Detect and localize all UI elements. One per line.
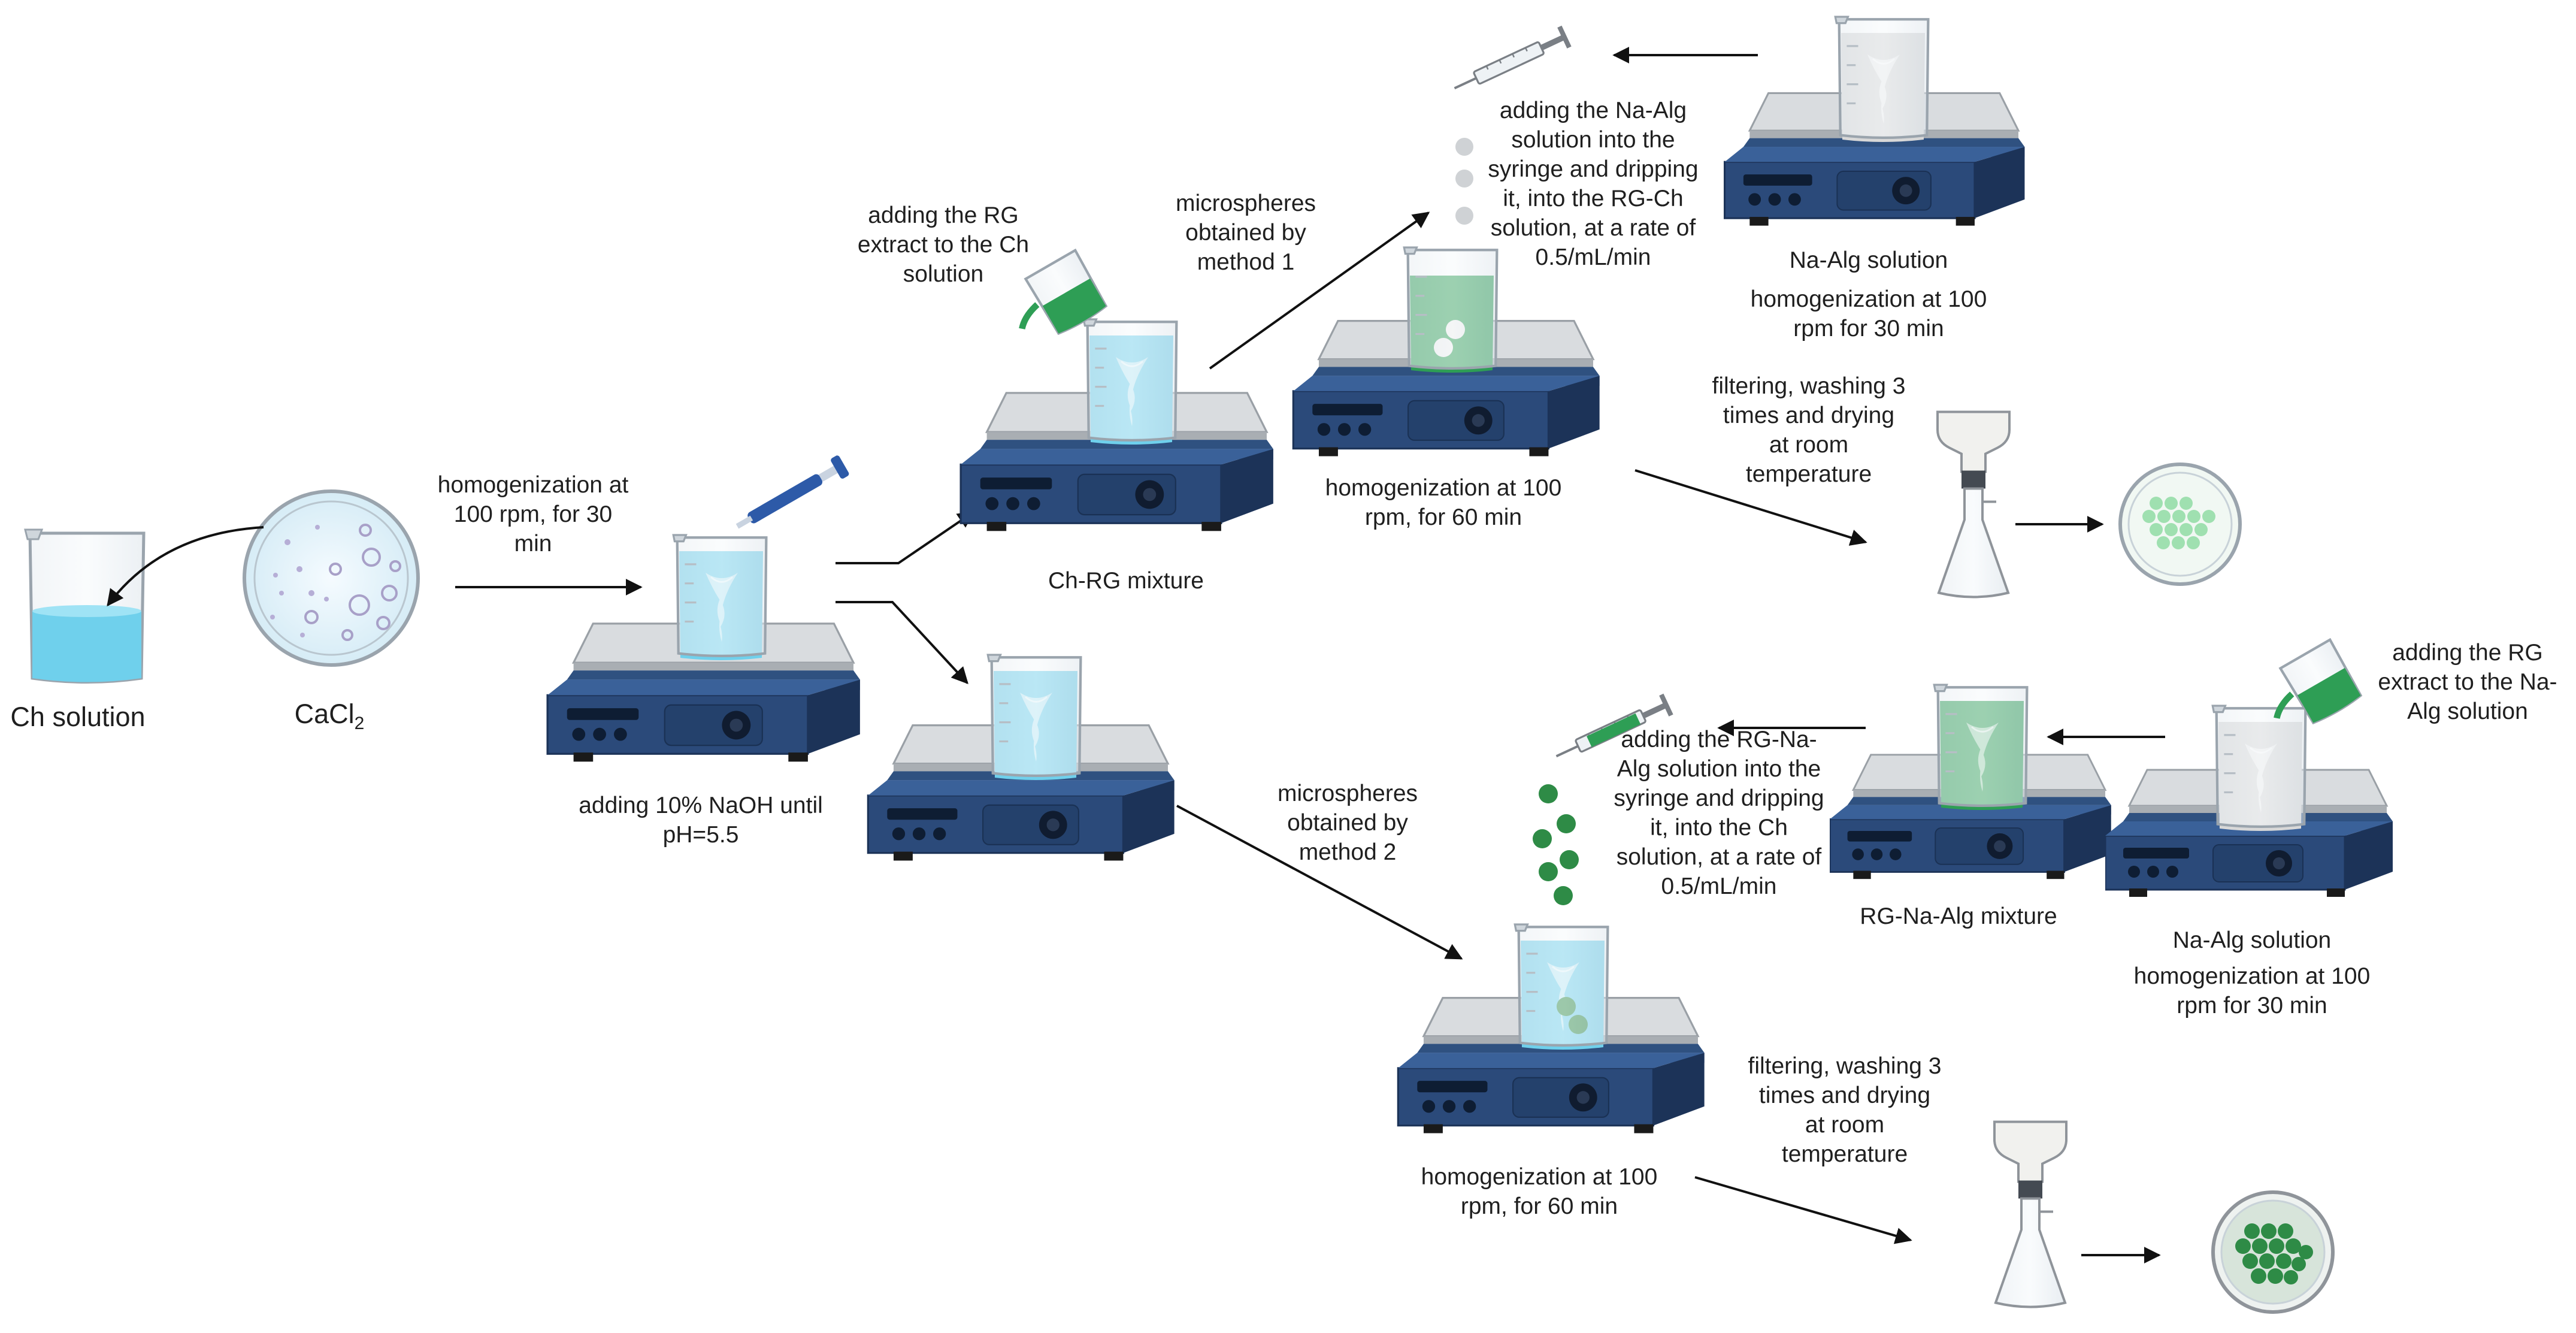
method1-stirrer: [1292, 247, 1601, 458]
homogenization-60min-bottom-label: homogenization at 100 rpm, for 60 min: [1421, 1164, 1658, 1219]
filtration-funnel-bottom-icon: [1994, 1122, 2066, 1307]
pipette-icon: [731, 454, 850, 533]
homogenization-30min-top-label: homogenization at 100 rpm for 30 min: [1750, 286, 1987, 341]
rg-naalg-stirrer: [1830, 685, 2111, 880]
microspheres-method1-label: microspheres obtained by method 1: [1175, 191, 1316, 275]
falling-drops-green: [1533, 784, 1579, 905]
final-bottom-stirrer: [1397, 924, 1706, 1135]
ch-rg-mixture-label: Ch-RG mixture: [1048, 568, 1204, 594]
magnetic-stirrer-icon: [546, 535, 861, 763]
homogenization-60min-top-label: homogenization at 100 rpm, for 60 min: [1325, 475, 1562, 530]
filtering-top-label: filtering, washing 3 times and drying at…: [1712, 373, 1906, 487]
naalg-solution-bottom-label: Na-Alg solution: [2172, 927, 2332, 953]
filtering-bottom-label: filtering, washing 3 times and drying at…: [1748, 1053, 1942, 1167]
arrow-to-filter-bottom: [1694, 1176, 1912, 1244]
adding-rg-to-ch-label: adding the RG extract to the Ch solution: [857, 202, 1030, 287]
rg-naalg-mixture-label: RG-Na-Alg mixture: [1860, 903, 2057, 929]
falling-drops-grey: [1455, 138, 1473, 225]
filtration-funnel-icon: [1938, 412, 2009, 597]
adding-rg-to-naalg-label: adding the RG extract to the Na- Alg sol…: [2378, 640, 2557, 724]
naalg-solution-top-label: Na-Alg solution: [1789, 247, 1948, 273]
arrow-method2-to-final: [1176, 805, 1463, 960]
microspheres-dish-bottom: [2211, 1190, 2335, 1314]
arrow-to-filter-top: [1634, 469, 1867, 546]
method2-stirrer: [867, 655, 1176, 862]
adding-rg-naalg-syringe-label: adding the RG-Na- Alg solution into the …: [1614, 727, 1824, 899]
petri-dish-icon: [243, 489, 420, 667]
adding-naalg-syringe-label: adding the Na-Alg solution into the syri…: [1488, 98, 1699, 270]
syringe-green-icon: [1551, 694, 1673, 767]
naalg-bottom-stirrer: [2105, 706, 2393, 898]
cacl2-text: CaCl: [294, 699, 355, 729]
microspheres-method2-label: microspheres obtained by method 2: [1277, 781, 1418, 865]
syringe-icon: [1449, 26, 1571, 99]
ch-solution-beaker: [24, 528, 146, 684]
homogenization-30min-bottom-label: homogenization at 100 rpm for 30 min: [2133, 963, 2371, 1018]
ch-solution-label: Ch solution: [10, 702, 146, 732]
cacl2-label: CaCl2: [276, 698, 383, 740]
arrow-to-ch-rg: [836, 511, 975, 564]
adding-naoh-label: adding 10% NaOH until pH=5.5: [579, 793, 823, 848]
cacl2-to-ch-arrow: [107, 526, 264, 607]
microspheres-dish-top: [2118, 463, 2242, 586]
arrow-ch-rg-to-method1: [1209, 211, 1430, 370]
cacl2-subscript: 2: [354, 714, 365, 733]
arrow-to-method2: [836, 601, 968, 685]
naalg-top-stirrer: [1723, 17, 2026, 227]
ch-rg-stirrer: [959, 319, 1275, 532]
homogenization-100rpm-30min-label: homogenization at 100 rpm, for 30 min: [437, 472, 629, 557]
